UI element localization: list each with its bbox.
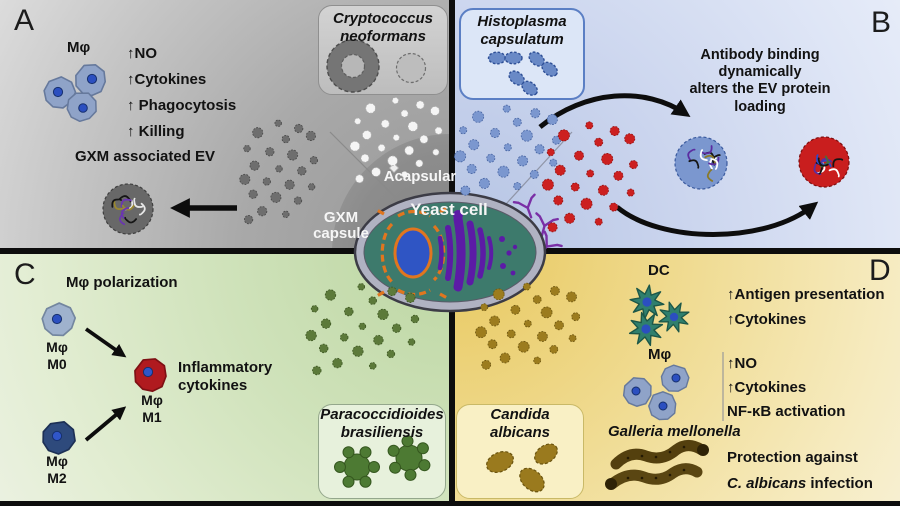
cryptococcus-acapsular-cell-icon xyxy=(395,52,427,84)
infection-text: infection xyxy=(806,475,873,492)
histoplasma-name-line2: capsulatum xyxy=(480,31,564,48)
gxm-ev-dots xyxy=(239,119,319,225)
macrophage-label-a: Mφ xyxy=(67,39,91,56)
m1-label-line1: Mφ xyxy=(141,392,163,408)
effect-antigen-presentation: ↑Antigen presentation xyxy=(727,286,885,303)
gxm-associated-ev-vesicle xyxy=(102,183,154,235)
histoplasma-ev-dots xyxy=(454,104,561,196)
gxm-ev-label: GXM associated EV xyxy=(75,148,216,165)
antibody-altered-ev-dots xyxy=(541,121,638,233)
effect-cytokines-d: ↑Cytokines xyxy=(727,379,807,396)
galleria-larvae-icon xyxy=(605,440,709,490)
cryptococcus-name-line2: neoformans xyxy=(340,28,426,45)
m2-to-m1-arrow xyxy=(84,406,127,442)
top-curved-arrow xyxy=(538,93,691,129)
paracoccidioides-name-line1: Paracoccidioides xyxy=(320,406,444,423)
panel-b-letter: B xyxy=(871,6,892,39)
acapsular-label: Acapsular xyxy=(383,168,457,185)
candida-name-line1: Candida xyxy=(490,406,550,423)
macrophage-m0-icon xyxy=(39,300,78,339)
golgi-icon xyxy=(437,210,518,292)
panel-a-letter: A xyxy=(14,4,35,37)
effect-cytokines-dc: ↑Cytokines xyxy=(727,311,807,328)
panel-c-letter: C xyxy=(14,258,36,291)
candida-ev-dots xyxy=(475,282,581,370)
c-albicans-italic: C. albicans xyxy=(727,475,807,492)
galleria-label: Galleria mellonella xyxy=(608,423,741,440)
antibody-annotation-line4: loading xyxy=(734,98,786,115)
histoplasma-cells-icon xyxy=(487,48,561,99)
histoplasma-name-line1: Histoplasma xyxy=(477,13,567,30)
candida-box xyxy=(456,404,584,499)
protection-label-line1: Protection against xyxy=(727,449,858,466)
dc-label: DC xyxy=(648,262,670,279)
m2-label-line1: Mφ xyxy=(46,453,68,469)
polarization-title: Mφ polarization xyxy=(66,274,178,291)
inflammatory-label-line2: cytokines xyxy=(178,377,248,394)
bottom-curved-arrow xyxy=(615,201,819,237)
protection-label-line2: C. albicans infection xyxy=(727,475,873,493)
antibody-annotation-line1: Antibody binding xyxy=(700,47,820,63)
effect-no-d: ↑NO xyxy=(727,355,757,372)
effect-cytokines-a: ↑Cytokines xyxy=(127,71,207,88)
blue-ev-vesicle xyxy=(674,136,728,190)
cryptococcus-name-line1: Cryptococcus xyxy=(332,10,434,27)
m1-label-line2: M1 xyxy=(142,409,162,425)
inflammatory-label-line1: Inflammatory xyxy=(178,359,273,376)
effect-killing-a: ↑ Killing xyxy=(127,123,185,140)
m2-label-line2: M2 xyxy=(47,470,67,486)
nucleus-icon xyxy=(393,227,433,279)
red-ev-vesicle xyxy=(798,136,850,188)
ev-release-line-b xyxy=(505,131,573,205)
m0-label-line2: M0 xyxy=(47,356,67,372)
acapsular-ev-dots xyxy=(349,97,443,184)
effect-no-a: ↑NO xyxy=(127,45,157,62)
ev-release-line-a xyxy=(329,131,403,205)
macrophages-d-icon xyxy=(620,358,695,427)
m0-to-m1-arrow xyxy=(84,327,127,358)
paracoccidioides-name-line2: brasiliensis xyxy=(340,424,424,441)
effect-phagocytosis-a: ↑ Phagocytosis xyxy=(127,97,237,114)
antibody-annotation: Antibody binding dynamically alters the … xyxy=(689,47,830,116)
macrophage-m2-icon xyxy=(36,414,82,460)
cryptococcus-capsular-cell-icon xyxy=(326,39,380,93)
candida-cells-icon xyxy=(486,443,558,493)
dendritic-cells-icon xyxy=(622,282,695,353)
yeast-cell-label: Yeast cell xyxy=(410,200,488,219)
gxm-capsule-label-line1: GXM xyxy=(323,209,359,226)
antibody-annotation-line3: alters the EV protein xyxy=(689,81,831,98)
bottom-border xyxy=(0,501,900,506)
panel-d-letter: D xyxy=(869,254,891,287)
paracoccidioides-ev-dots xyxy=(305,283,420,376)
antibody-annotation-line2: dynamically xyxy=(718,64,802,81)
acapsular-ev-diamond xyxy=(388,162,400,174)
m0-label-line1: Mφ xyxy=(46,339,68,355)
candida-name-line2: albicans xyxy=(489,424,551,441)
macrophage-label-d: Mφ xyxy=(648,346,672,363)
effect-nfkb: NF-κB activation xyxy=(727,403,846,420)
macrophage-m1-icon xyxy=(128,352,173,397)
gxm-capsule-label-line2: capsule xyxy=(313,225,369,242)
macrophages-a-icon xyxy=(40,59,111,128)
effects-list-a: ↑NO ↑Cytokines ↑ Phagocytosis ↑ Killing xyxy=(127,41,236,145)
yeast-cell-icon xyxy=(353,191,547,313)
